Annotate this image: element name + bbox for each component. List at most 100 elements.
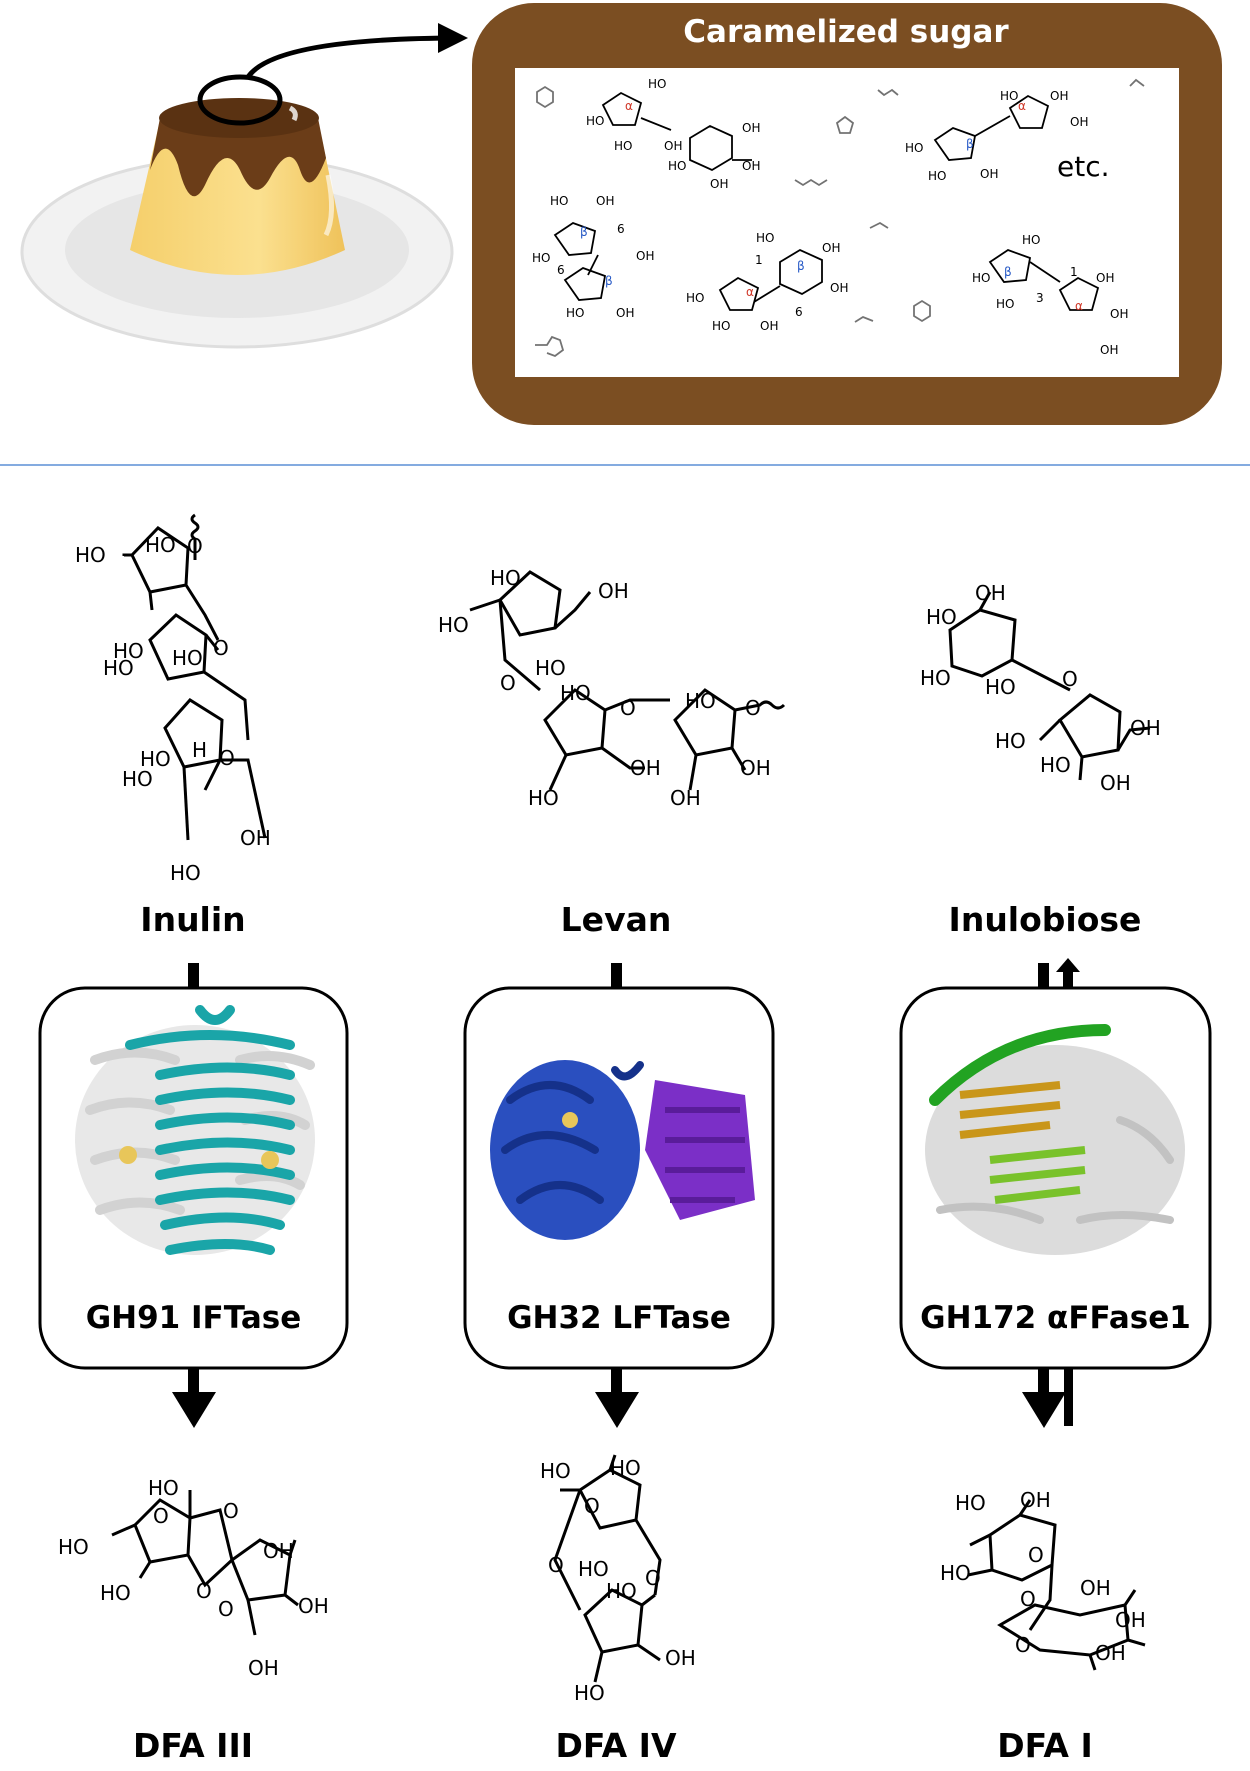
- svg-text:HO: HO: [685, 689, 716, 713]
- svg-text:β: β: [966, 137, 974, 151]
- svg-text:6: 6: [617, 222, 625, 236]
- svg-text:HO: HO: [566, 306, 584, 320]
- dfa4-down-arrow: [595, 1368, 639, 1428]
- levan-structure: [469, 570, 786, 791]
- svg-text:OH: OH: [240, 826, 271, 850]
- svg-text:HO: HO: [145, 533, 176, 557]
- svg-text:6: 6: [795, 305, 803, 319]
- svg-text:O: O: [219, 746, 235, 770]
- svg-text:α: α: [1018, 99, 1026, 113]
- svg-text:HO: HO: [170, 861, 201, 885]
- svg-text:HO: HO: [610, 1456, 641, 1480]
- protein-gh172: [925, 1024, 1185, 1255]
- ring-5: [553, 221, 597, 256]
- ring-7: [718, 276, 760, 311]
- svg-text:O: O: [745, 696, 761, 720]
- svg-text:OH: OH: [670, 786, 701, 810]
- svg-text:OH: OH: [596, 194, 614, 208]
- ring-8: [779, 248, 823, 296]
- svg-text:HO: HO: [122, 767, 153, 791]
- protein-gh91: [75, 1005, 315, 1255]
- product-structures: [111, 1454, 1146, 1683]
- svg-text:OH: OH: [742, 121, 760, 135]
- svg-text:OH: OH: [1130, 716, 1161, 740]
- svg-text:H: H: [192, 738, 207, 762]
- caramel-box-title: Caramelized sugar: [683, 14, 1009, 50]
- svg-text:OH: OH: [616, 306, 634, 320]
- svg-text:1: 1: [1070, 265, 1078, 279]
- small-molecules: [535, 78, 1145, 358]
- ring-4: [1008, 94, 1050, 129]
- svg-text:HO: HO: [614, 139, 632, 153]
- etc-label: etc.: [1057, 150, 1110, 183]
- svg-text:O: O: [500, 671, 516, 695]
- svg-text:HO: HO: [926, 605, 957, 629]
- dfa3-down-arrow: [172, 1368, 216, 1428]
- svg-text:OH: OH: [1080, 1576, 1111, 1600]
- svg-text:O: O: [1062, 667, 1078, 691]
- svg-text:O: O: [218, 1597, 234, 1621]
- svg-text:OH: OH: [742, 159, 760, 173]
- protein-gh32: [490, 1060, 755, 1240]
- svg-text:O: O: [584, 1494, 600, 1518]
- svg-text:HO: HO: [560, 681, 591, 705]
- svg-text:O: O: [620, 696, 636, 720]
- svg-text:HO: HO: [668, 159, 686, 173]
- svg-text:O: O: [645, 1566, 661, 1590]
- svg-text:HO: HO: [100, 1581, 131, 1605]
- flan-illustration: [20, 23, 468, 349]
- svg-text:OH: OH: [665, 1646, 696, 1670]
- svg-text:β: β: [580, 225, 588, 239]
- svg-text:OH: OH: [740, 756, 771, 780]
- svg-text:OH: OH: [630, 756, 661, 780]
- svg-text:HO: HO: [528, 786, 559, 810]
- svg-text:OH: OH: [1110, 307, 1128, 321]
- svg-text:OH: OH: [263, 1539, 294, 1563]
- svg-text:β: β: [1004, 265, 1012, 279]
- svg-text:HO: HO: [928, 169, 946, 183]
- svg-text:HO: HO: [606, 1579, 637, 1603]
- svg-text:HO: HO: [940, 1561, 971, 1585]
- dfa1-structure: [967, 1499, 1146, 1671]
- svg-text:1: 1: [755, 253, 763, 267]
- svg-text:HO: HO: [920, 666, 951, 690]
- svg-text:OH: OH: [598, 579, 629, 603]
- svg-text:α: α: [1075, 299, 1083, 313]
- svg-text:α: α: [746, 285, 754, 299]
- ring-9: [988, 248, 1032, 283]
- svg-text:O: O: [1028, 1543, 1044, 1567]
- svg-text:OH: OH: [248, 1656, 279, 1680]
- enzyme-name-gh32: GH32 LFTase: [507, 1300, 731, 1336]
- svg-text:HO: HO: [540, 1459, 571, 1483]
- svg-text:O: O: [153, 1504, 169, 1528]
- svg-text:3: 3: [1036, 291, 1044, 305]
- svg-text:HO: HO: [996, 297, 1014, 311]
- ring-2: [689, 124, 733, 172]
- svg-text:OH: OH: [664, 139, 682, 153]
- svg-text:α: α: [625, 99, 633, 113]
- svg-text:HO: HO: [148, 1476, 179, 1500]
- svg-text:HO: HO: [995, 729, 1026, 753]
- flan-highlight: [288, 105, 298, 122]
- substrate-label-inulobiose: Inulobiose: [948, 900, 1142, 939]
- product-label-dfa3: DFA III: [132, 1726, 253, 1765]
- caramel-labels: HO HO HO OH OH OH HO OH α HO OH OH HO HO…: [532, 77, 1128, 357]
- svg-text:HO: HO: [140, 747, 171, 771]
- svg-text:HO: HO: [75, 543, 106, 567]
- dfa1-reverse-bar: [1064, 1368, 1073, 1426]
- svg-text:HO: HO: [172, 646, 203, 670]
- svg-text:OH: OH: [1100, 771, 1131, 795]
- zoom-circle: [197, 74, 283, 126]
- svg-text:HO: HO: [1040, 753, 1071, 777]
- caramel-molecules: [535, 78, 1145, 358]
- product-label-dfa1: DFA I: [997, 1726, 1093, 1765]
- levan-connector: [611, 963, 622, 990]
- ring-3: [933, 126, 977, 161]
- flan-glare: [323, 174, 334, 237]
- dfa3-structure: [111, 1490, 299, 1636]
- substrate-structures: [122, 513, 1151, 841]
- enzyme-name-gh172: GH172 αFFase1: [920, 1300, 1191, 1336]
- svg-text:HO: HO: [905, 141, 923, 155]
- svg-text:HO: HO: [972, 271, 990, 285]
